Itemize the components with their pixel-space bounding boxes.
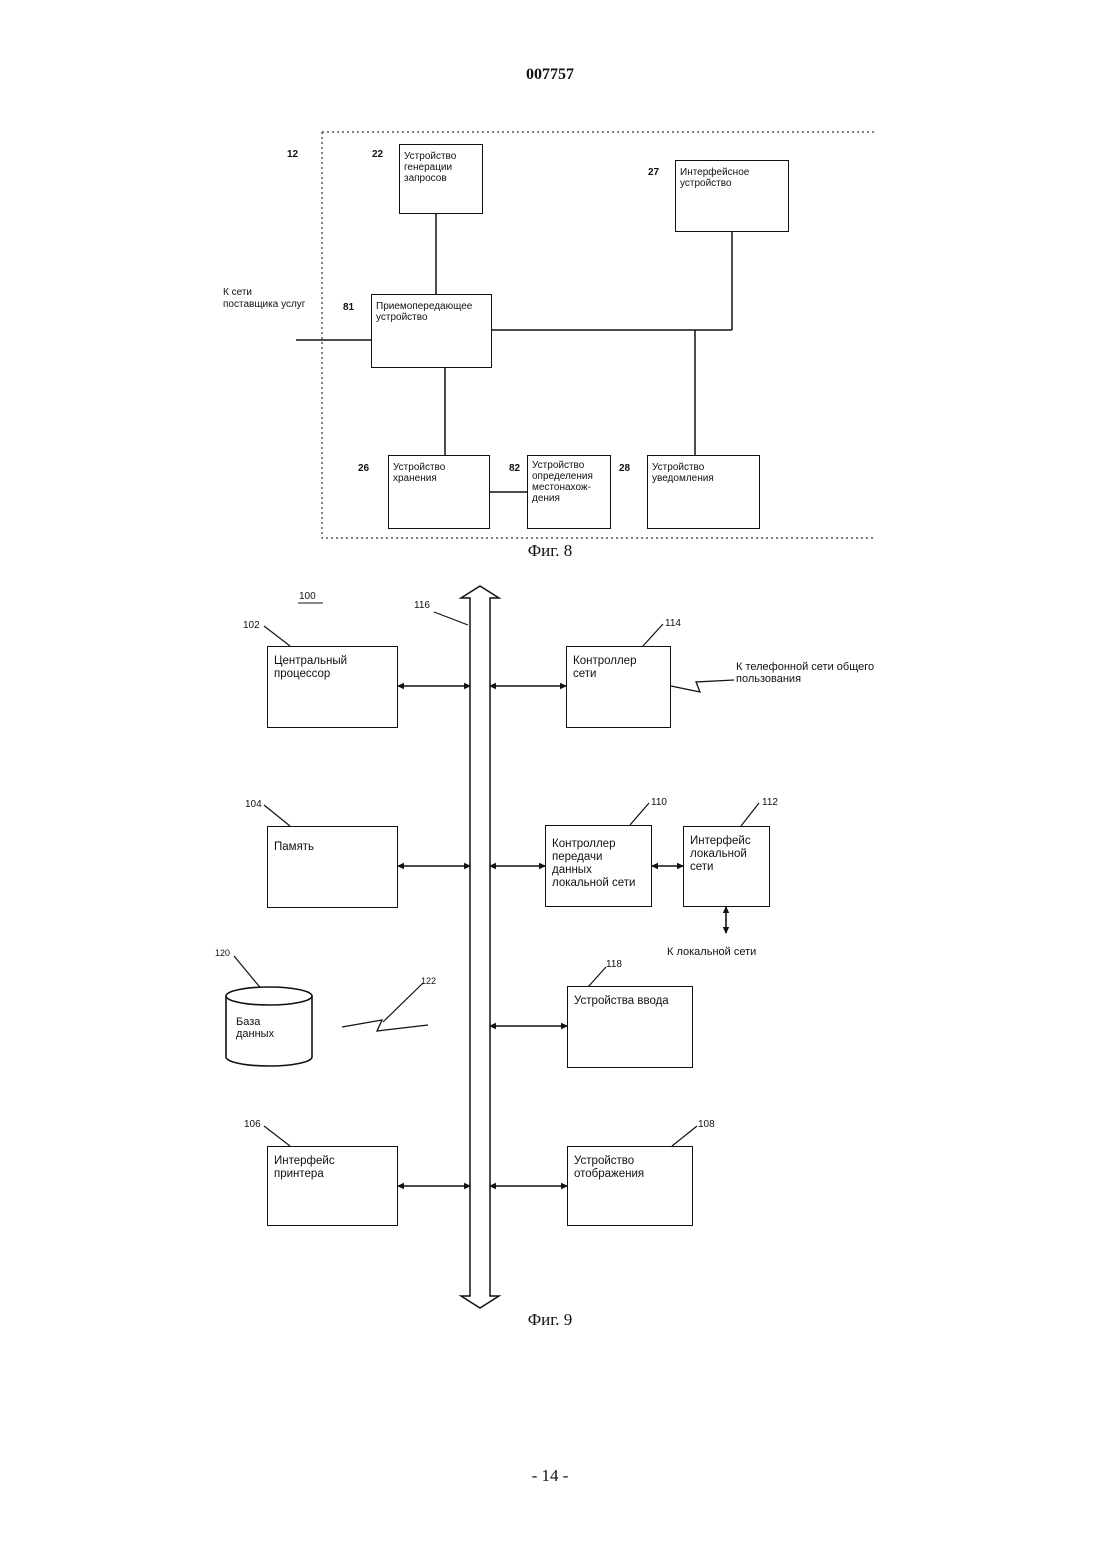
block-122-ref: 122 xyxy=(421,976,436,986)
block-114-ref: 114 xyxy=(665,618,681,629)
display-device-block: Устройство отображения xyxy=(567,1146,693,1226)
lan-interface-block: Интерфейс локальной сети xyxy=(683,826,770,907)
block-106-ref: 106 xyxy=(244,1119,261,1130)
printer-interface-block: Интерфейс принтера xyxy=(267,1146,398,1226)
block-102-ref: 102 xyxy=(243,620,260,631)
block-108-ref: 108 xyxy=(698,1119,715,1130)
bus-116-ref: 116 xyxy=(414,600,430,611)
block-118-ref: 118 xyxy=(606,959,622,970)
lan-data-controller-block: Контроллер передачи данных локальной сет… xyxy=(545,825,652,907)
cpu-block: Центральный процессор xyxy=(267,646,398,728)
block-104-ref: 104 xyxy=(245,799,262,810)
local-network-label: К локальной сети xyxy=(667,946,756,958)
system-100-ref: 100 xyxy=(299,591,316,602)
system-bus-116 xyxy=(461,586,499,1308)
fig9-caption: Фиг. 9 xyxy=(0,1310,1100,1330)
phone-network-label: К телефонной сети общего пользования xyxy=(736,661,874,685)
database-label: База данных xyxy=(236,1016,274,1040)
block-120-ref: 120 xyxy=(215,948,230,958)
page-number: - 14 - xyxy=(0,1466,1100,1486)
block-110-ref: 110 xyxy=(651,797,667,808)
network-controller-block: Контроллер сети xyxy=(566,646,671,728)
input-devices-block: Устройства ввода xyxy=(567,986,693,1068)
block-112-ref: 112 xyxy=(762,797,778,808)
memory-block: Память xyxy=(267,826,398,908)
